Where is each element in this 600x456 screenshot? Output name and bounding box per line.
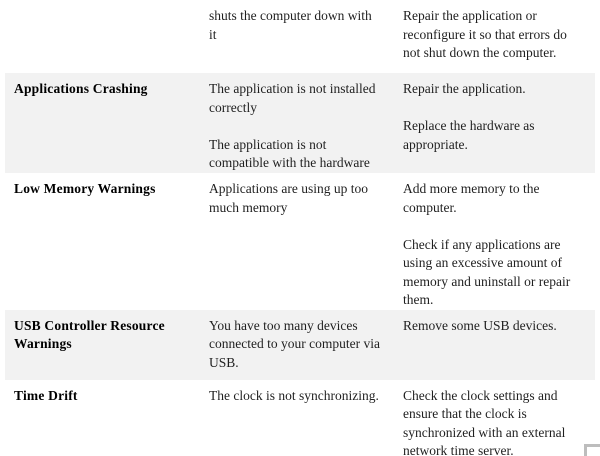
solution-cell-text: Replace the hardware as appropriate. [403, 118, 535, 152]
problem-cell: Applications Crashing [5, 73, 200, 173]
cause-cell-text: The clock is not synchronizing. [209, 387, 379, 403]
problem-cell-text: USB Controller Resource Warnings [14, 317, 165, 352]
problem-cell-text: Time Drift [14, 387, 78, 403]
problem-cell: USB Controller Resource Warnings [5, 310, 200, 380]
solution-cell-text: Check if any applications are using an e… [403, 236, 571, 308]
cause-cell: Applications are using up too much memor… [200, 173, 394, 310]
solution-cell: Remove some USB devices. [394, 310, 595, 380]
cause-cell: The application is not installed correct… [200, 73, 394, 173]
cause-cell: shuts the computer down with it [200, 0, 394, 73]
solution-cell-text: Add more memory to the computer. [403, 181, 540, 215]
cause-cell-text: The application is not compatible with t… [209, 136, 370, 171]
table-row: USB Controller Resource Warnings You have… [5, 309, 595, 380]
table-resize-handle-icon[interactable] [584, 444, 600, 456]
solution-cell-text: Repair the application or reconfigure it… [403, 8, 567, 60]
cause-cell-text: The application is not installed correct… [209, 81, 376, 115]
cause-cell-text: You have too many devices connected to y… [209, 317, 380, 370]
problem-cell: Low Memory Warnings [5, 173, 200, 310]
cause-cell: The clock is not synchronizing. [200, 380, 394, 456]
solution-cell: Repair the application or reconfigure it… [394, 0, 595, 73]
table-row: Time Drift The clock is not synchronizing… [5, 380, 595, 456]
problem-cell-text: Applications Crashing [14, 81, 148, 96]
table-row: shuts the computer down with it Repair th… [5, 0, 595, 73]
troubleshooting-table: shuts the computer down with it Repair th… [5, 0, 595, 456]
solution-cell: Check the clock settings and ensure that… [394, 380, 595, 456]
problem-cell [5, 0, 200, 73]
solution-cell-text: Check the clock settings and ensure that… [403, 387, 566, 456]
cause-cell-text: shuts the computer down with it [209, 8, 372, 42]
cause-cell: You have too many devices connected to y… [200, 310, 394, 380]
solution-cell-text: Remove some USB devices. [403, 317, 557, 333]
problem-cell-text: Low Memory Warnings [14, 181, 156, 196]
solution-cell: Repair the application. Replace the hardw… [394, 73, 595, 173]
cause-cell-text: Applications are using up too much memor… [209, 181, 368, 215]
solution-cell: Add more memory to the computer. Check if… [394, 173, 595, 310]
table-row: Low Memory Warnings Applications are usin… [5, 173, 595, 310]
solution-cell-text: Repair the application. [403, 81, 526, 96]
problem-cell: Time Drift [5, 380, 200, 456]
